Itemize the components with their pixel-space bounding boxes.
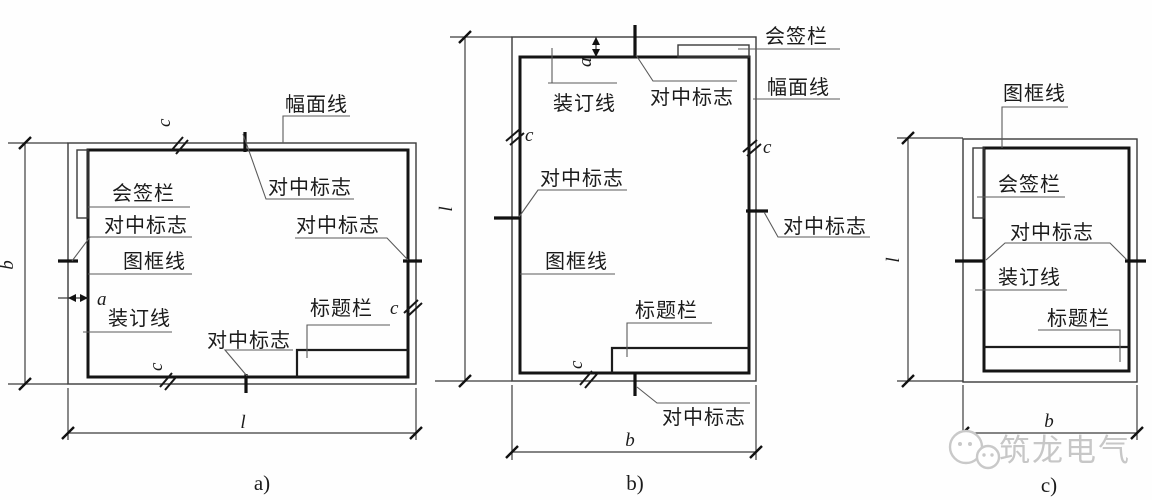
label-title-block: 标题栏 [635, 299, 698, 322]
label-centering-bottom: 对中标志 [207, 329, 291, 352]
watermark-text: 筑龙电气 [999, 433, 1131, 468]
label-binding-line: 装订线 [553, 92, 616, 115]
label-title-block: 标题栏 [310, 297, 373, 320]
dim-a-label: a [97, 289, 107, 310]
label-frame-line: 图框线 [545, 250, 608, 273]
dim-c-label-right: c [390, 298, 399, 319]
dim-c-label-top: c [154, 118, 175, 127]
signature-bar-rect [76, 149, 89, 219]
label-binding-line: 装订线 [108, 307, 171, 330]
signature-bar-rect [677, 44, 750, 58]
label-centering-mark: 对中标志 [1010, 221, 1094, 244]
break-mark-right [403, 299, 423, 317]
diagram-c: l b 图框线 会签栏 对中标志 装订线 标题栏 c) [883, 82, 1146, 497]
label-centering-left: 对中标志 [104, 214, 188, 237]
leader-title-block [1038, 329, 1121, 362]
leader-title-block [626, 322, 712, 357]
break-mark-bottom [579, 370, 598, 389]
dim-b-label: b [0, 260, 18, 270]
diagram-b: l b a c c c 会签栏 幅面线 装订线 对中标志 对中标志 对中标志 图… [435, 25, 870, 495]
leader-centering-bottom [223, 349, 293, 377]
dim-l-label: l [883, 257, 904, 262]
diagram-a: b l a c c c 幅面线 对中标志 会签栏 对中标志 对中标志 图框线 装… [0, 93, 423, 495]
dim-c-label-bottom: c [146, 362, 167, 371]
dim-l-ticks [901, 131, 915, 388]
leader-centering-top [242, 133, 354, 200]
leader-centering-left [518, 189, 627, 218]
leader-binding-line [548, 48, 617, 84]
dim-b-ticks [18, 136, 32, 391]
label-centering-bottom: 对中标志 [662, 406, 746, 429]
label-signature-bar: 会签栏 [765, 25, 828, 48]
break-mark-top [170, 136, 189, 155]
leader-centering-top [635, 54, 737, 82]
dim-l-ticks [61, 426, 423, 440]
label-centering-top: 对中标志 [650, 86, 734, 109]
sheet-boundary-rect [67, 142, 417, 385]
dim-l-label: l [436, 206, 457, 211]
leader-centering-right [295, 237, 409, 261]
dim-l-label: l [240, 412, 245, 433]
label-centering-right: 对中标志 [783, 215, 867, 238]
leader-centering-left [71, 236, 192, 262]
leader-centering-bottom [636, 386, 750, 404]
leader-title-block [306, 324, 390, 358]
label-sheet-line: 幅面线 [767, 76, 830, 99]
dim-a-arrow-left [68, 294, 76, 302]
title-block-rect [610, 346, 749, 373]
label-frame-line: 图框线 [123, 250, 186, 273]
drawing-frame-rect [86, 148, 410, 379]
leader-frame-line [1001, 106, 1068, 148]
dim-b-ticks [505, 445, 763, 459]
label-centering-right: 对中标志 [296, 214, 380, 237]
label-sheet-line: 幅面线 [285, 93, 348, 116]
dim-c-label-left: c [525, 125, 534, 146]
watermark-eye-icon [990, 453, 994, 457]
label-centering-left: 对中标志 [540, 167, 624, 190]
dim-b-lines [8, 142, 68, 385]
dim-b-label: b [625, 430, 635, 451]
watermark-eye-icon [968, 442, 972, 446]
leader-centering-right [763, 211, 870, 238]
dim-b-label: b [1044, 411, 1054, 432]
break-mark-right [742, 139, 762, 157]
label-title-block: 标题栏 [1047, 307, 1110, 330]
watermark-eye-icon [958, 442, 962, 446]
dim-c-label-bottom: c [566, 360, 587, 369]
watermark: 筑龙电气 [948, 429, 1131, 470]
title-block-rect [295, 348, 408, 377]
dim-a-arrow-right [80, 294, 88, 302]
break-mark-left [505, 128, 525, 146]
signature-bar-rect [972, 147, 985, 219]
label-frame-line: 图框线 [1003, 82, 1066, 105]
dim-a-arrow-bottom [592, 49, 600, 57]
dim-l-lines [435, 36, 512, 382]
watermark-chat-bubble-small-icon [975, 444, 1001, 470]
caption-b: b) [626, 471, 644, 495]
dim-l-ticks [458, 30, 472, 388]
break-mark-bottom [159, 372, 178, 391]
dim-c-label-right: c [763, 137, 772, 158]
watermark-eye-icon [982, 453, 986, 457]
label-binding-line: 装订线 [998, 266, 1061, 289]
caption-c: c) [1041, 473, 1057, 497]
leader-centering-marks [985, 242, 1128, 261]
leader-sheet-line [282, 115, 350, 143]
dim-a-label: a [575, 58, 596, 68]
caption-a: a) [254, 471, 270, 495]
label-signature-bar: 会签栏 [112, 182, 175, 205]
dim-l-lines [897, 137, 963, 382]
label-centering-top: 对中标志 [268, 176, 352, 199]
dim-a-arrow-top [592, 37, 600, 45]
label-signature-bar: 会签栏 [998, 173, 1061, 196]
dim-b-lines [511, 385, 757, 460]
